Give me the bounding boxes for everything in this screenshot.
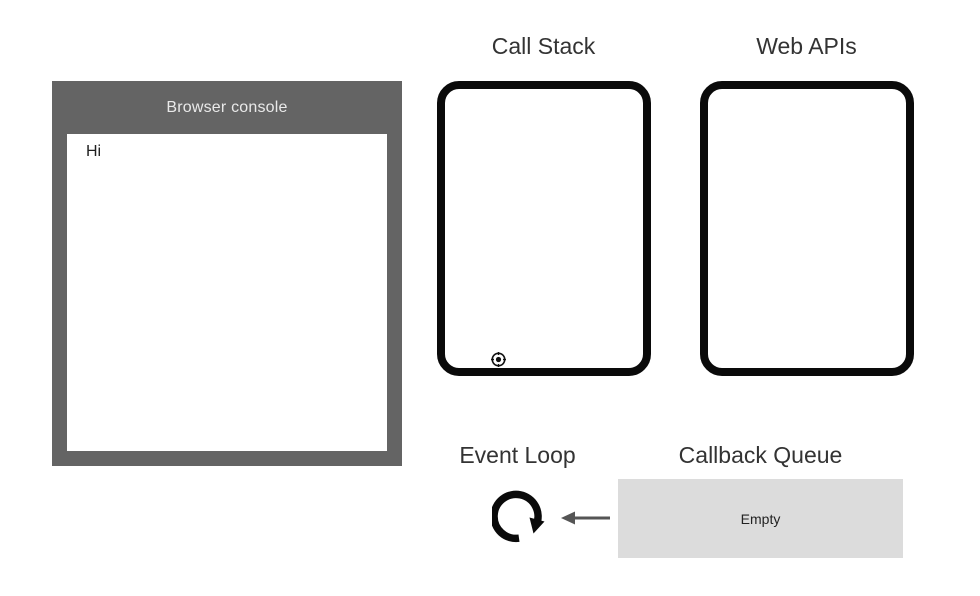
arrow-left-icon bbox=[560, 506, 610, 530]
call-stack-box[interactable] bbox=[437, 81, 651, 376]
circular-arrow-icon bbox=[490, 484, 554, 546]
browser-console-output[interactable]: Hi bbox=[67, 134, 387, 451]
web-apis-label: Web APIs bbox=[756, 33, 857, 59]
event-loop-label: Event Loop bbox=[459, 442, 576, 468]
browser-console-title: Browser console bbox=[166, 99, 288, 116]
callback-queue-box[interactable]: Empty bbox=[618, 479, 903, 558]
call-stack-label: Call Stack bbox=[491, 33, 596, 59]
callback-queue-label: Callback Queue bbox=[678, 442, 843, 468]
callback-queue-status: Empty bbox=[740, 510, 781, 527]
console-log-line: Hi bbox=[86, 143, 102, 160]
web-apis-box[interactable] bbox=[700, 81, 914, 376]
browser-console-panel: Browser console Hi bbox=[52, 81, 402, 466]
crosshair-target-icon bbox=[491, 352, 506, 367]
